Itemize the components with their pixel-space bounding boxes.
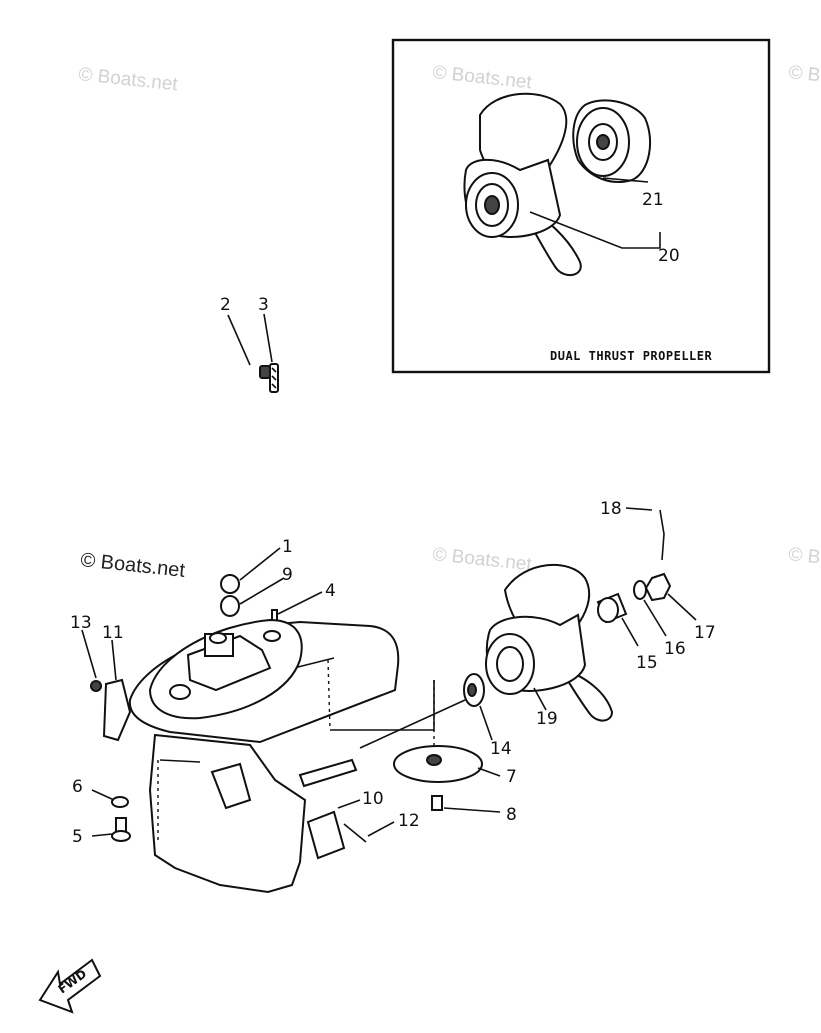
callout-4: 4 bbox=[325, 581, 336, 601]
callout-15: 15 bbox=[636, 653, 658, 673]
bolt-8 bbox=[431, 795, 443, 811]
leader-11 bbox=[111, 639, 117, 681]
inset-propeller-drawing bbox=[463, 92, 582, 277]
callout-16: 16 bbox=[664, 639, 686, 659]
leader-7 bbox=[477, 767, 501, 777]
callout-11: 11 bbox=[102, 623, 124, 643]
callout-14: 14 bbox=[490, 739, 512, 759]
watermark: © Boats.net bbox=[431, 62, 533, 93]
inset-border bbox=[391, 38, 771, 374]
callout-18: 18 bbox=[600, 499, 622, 519]
watermark: © Boats.net bbox=[77, 64, 179, 95]
leader-2 bbox=[227, 314, 251, 366]
leader-16 bbox=[643, 599, 667, 637]
washer-16 bbox=[633, 580, 647, 600]
callout-7: 7 bbox=[506, 767, 517, 787]
leader-9 bbox=[239, 577, 285, 605]
nut-17 bbox=[644, 572, 672, 602]
washer-6 bbox=[111, 796, 129, 808]
callout-2: 2 bbox=[220, 295, 231, 315]
callout-20: 20 bbox=[658, 246, 680, 266]
leader-1 bbox=[239, 547, 281, 581]
watermark: © B bbox=[787, 62, 821, 86]
callout-13: 13 bbox=[70, 613, 92, 633]
leader-21 bbox=[602, 177, 649, 183]
leader-6 bbox=[91, 789, 115, 801]
lower-casing bbox=[128, 618, 400, 894]
leader-8 bbox=[443, 807, 501, 813]
cotter-pin-18 bbox=[659, 509, 665, 561]
inset-dual-thrust-propeller: 21 20 DUAL THRUST PROPELLER bbox=[391, 38, 771, 374]
leader-10 bbox=[337, 799, 361, 809]
leader-18 bbox=[625, 507, 653, 511]
callout-21: 21 bbox=[642, 190, 664, 210]
callout-17: 17 bbox=[694, 623, 716, 643]
leader-3 bbox=[263, 313, 273, 363]
trim-tab-10 bbox=[306, 810, 346, 860]
leader-13 bbox=[81, 629, 97, 679]
inset-spinner-drawing bbox=[572, 99, 652, 183]
callout-5: 5 bbox=[72, 827, 83, 847]
leader-17 bbox=[667, 593, 697, 621]
leader-14 bbox=[479, 705, 493, 741]
forward-direction-arrow: FWD bbox=[38, 958, 102, 1014]
nut-13 bbox=[90, 680, 102, 692]
leader-19 bbox=[533, 687, 547, 711]
callout-10: 10 bbox=[362, 789, 384, 809]
leader-4 bbox=[277, 591, 323, 615]
callout-6: 6 bbox=[72, 777, 83, 797]
callout-9: 9 bbox=[282, 565, 293, 585]
callout-3: 3 bbox=[258, 295, 269, 315]
leader-5 bbox=[91, 833, 113, 837]
leader-12 bbox=[367, 821, 395, 837]
shift-rod bbox=[225, 363, 279, 570]
propeller-19 bbox=[485, 563, 614, 722]
leader-20 bbox=[529, 211, 661, 249]
callout-8: 8 bbox=[506, 805, 517, 825]
leader-15 bbox=[621, 617, 639, 647]
ref-line-2 bbox=[359, 699, 466, 749]
grommet-9 bbox=[220, 595, 240, 617]
watermark: © Boats.net bbox=[431, 544, 533, 575]
callout-1: 1 bbox=[282, 537, 293, 557]
callout-12: 12 bbox=[398, 811, 420, 831]
ref-dash-1 bbox=[327, 659, 331, 731]
grommet-1 bbox=[220, 574, 240, 594]
callout-19: 19 bbox=[536, 709, 558, 729]
watermark: © Boats.net bbox=[79, 549, 186, 582]
watermark: © B bbox=[787, 544, 821, 568]
inset-caption: DUAL THRUST PROPELLER bbox=[550, 349, 712, 363]
screw-12 bbox=[343, 823, 367, 843]
bracket-11 bbox=[102, 678, 132, 742]
